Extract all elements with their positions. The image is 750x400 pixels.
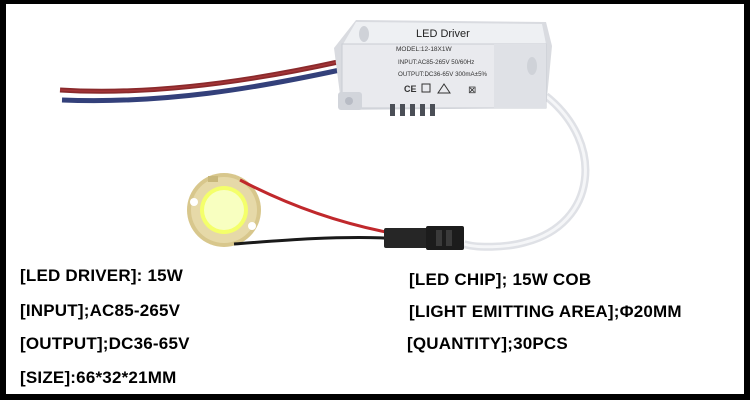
spec-emitting-area: [LIGHT EMITTING AREA];Φ20MM bbox=[409, 302, 682, 321]
cover-output: OUTPUT:DC36-65V 300mA±5% bbox=[398, 71, 488, 78]
wire-connector bbox=[384, 226, 464, 250]
chip-wire-red bbox=[239, 178, 387, 234]
cover-symbol-square bbox=[421, 83, 431, 93]
cover-model: MODEL:12-18X1W bbox=[396, 46, 452, 53]
spec-input: [INPUT];AC85-265V bbox=[20, 301, 181, 320]
product-photo: LED Driver MODEL:12-18X1W INPUT:AC85-265… bbox=[59, 20, 590, 251]
product-photo-area: LED Driver MODEL:12-18X1W INPUT:AC85-265… bbox=[6, 4, 744, 394]
cover-title: LED Driver bbox=[416, 28, 470, 40]
cover-symbol-bin-icon: ⊠ bbox=[468, 85, 476, 96]
chip-wire-black bbox=[233, 235, 387, 246]
spec-quantity: [QUANTITY];30PCS bbox=[407, 334, 568, 353]
cover-symbol-triangle bbox=[437, 83, 451, 94]
cob-chip bbox=[187, 173, 261, 247]
spec-size: [SIZE]:66*32*21MM bbox=[20, 368, 177, 387]
spec-output: [OUTPUT];DC36-65V bbox=[20, 334, 190, 353]
spec-driver: [LED DRIVER]: 15W bbox=[20, 266, 184, 285]
cover-ce-mark: CE bbox=[404, 84, 417, 94]
driver-housing bbox=[334, 20, 552, 116]
spec-chip: [LED CHIP]; 15W COB bbox=[409, 270, 592, 289]
cover-input: INPUT:AC85-265V 50/60Hz bbox=[398, 59, 474, 66]
input-wires bbox=[59, 59, 341, 104]
